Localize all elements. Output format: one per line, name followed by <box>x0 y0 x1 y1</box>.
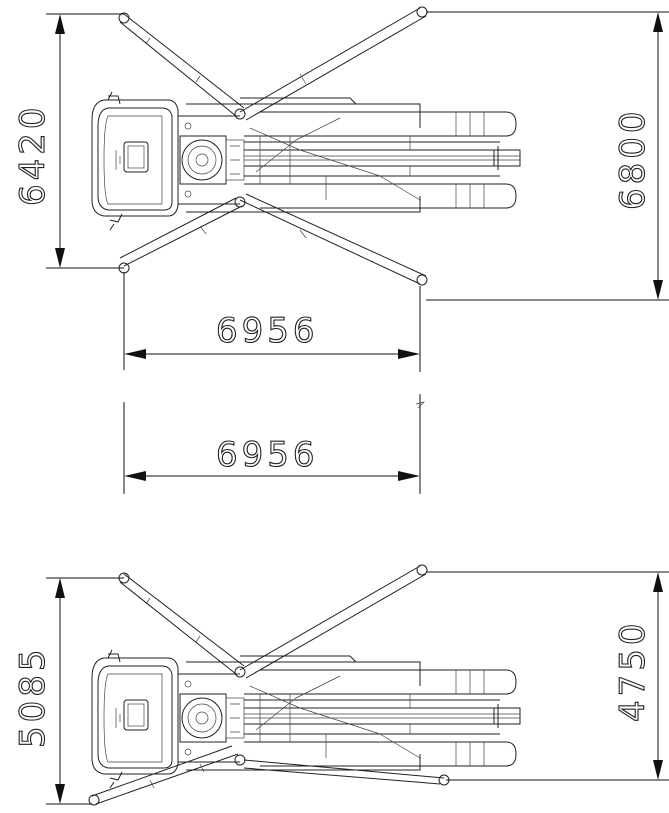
dimension-left-bottom: 5085 <box>12 577 124 805</box>
bottom-truck-view <box>88 564 521 806</box>
dimension-right-top: 6800 <box>426 11 669 301</box>
dimension-6420-label: 6420 <box>13 103 53 206</box>
dimension-6800-label: 6800 <box>613 107 653 210</box>
dimension-span-a: 6956 <box>123 272 421 372</box>
dimension-left-top: 6420 <box>12 13 124 269</box>
dimension-6956-a-label: 6956 <box>216 311 319 351</box>
top-truck-view <box>91 6 521 286</box>
dimension-6956-b-label: 6956 <box>216 435 319 475</box>
dimension-5085-label: 5085 <box>13 645 53 748</box>
dimension-4750-label: 4750 <box>613 619 653 722</box>
dimension-span-b: 6956 <box>123 394 426 494</box>
dimension-right-bottom: 4750 <box>426 571 669 781</box>
